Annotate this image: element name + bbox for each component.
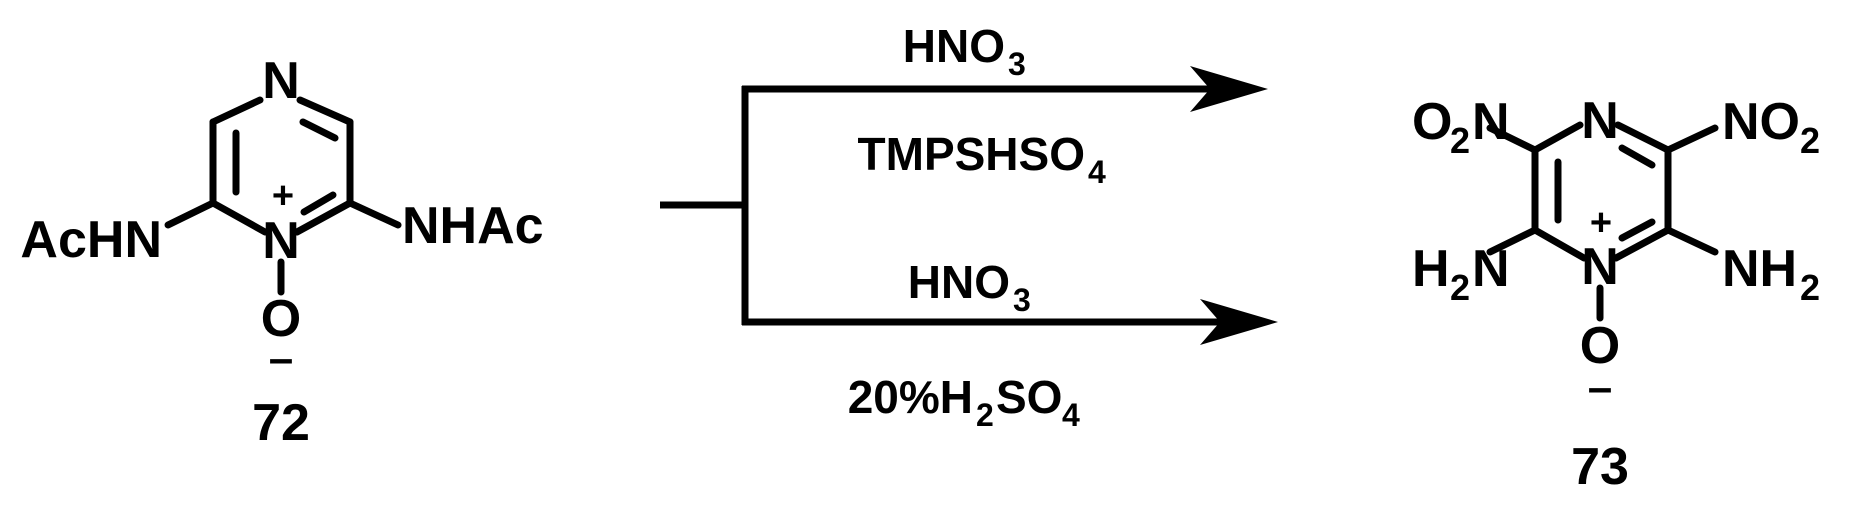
lower-additive-subscript-1: 2 — [976, 397, 994, 433]
bond — [293, 199, 354, 236]
lower-reagent-subscript: 3 — [1013, 282, 1031, 318]
amino-right: NH — [1722, 240, 1797, 298]
bond — [209, 96, 264, 126]
positive-charge: + — [1590, 202, 1612, 244]
upper-additive-subscript: 4 — [1088, 154, 1106, 190]
oxide-oxygen: O — [261, 290, 301, 348]
negative-charge: – — [1588, 363, 1612, 412]
upper-reagent: HNO — [903, 20, 1005, 72]
double-bond-inner — [299, 118, 339, 142]
bond — [1614, 121, 1672, 154]
ring-nitrogen-top: N — [262, 52, 300, 110]
nitro-right-subscript: 2 — [1800, 120, 1820, 161]
reactant-72: N N + O – AcHN NHAc 72 — [20, 52, 543, 452]
amino-right-subscript: 2 — [1800, 267, 1820, 308]
upper-arrowhead — [1190, 66, 1268, 112]
bond — [209, 199, 269, 236]
lower-additive-subscript-2: 4 — [1062, 397, 1080, 433]
bond — [1531, 121, 1584, 154]
bond — [164, 199, 217, 229]
acetamido-right: NHAc — [402, 197, 544, 255]
bond — [346, 199, 402, 229]
lower-reagent: HNO — [908, 256, 1010, 308]
ring-nitrogen-oxide: N — [1581, 238, 1619, 296]
amino-left-nitrogen: N — [1472, 240, 1510, 298]
nitro-right: NO — [1722, 93, 1800, 151]
amino-left-subscript: 2 — [1450, 267, 1470, 308]
lower-additive-middle: SO — [996, 371, 1062, 423]
compound-label-73: 73 — [1571, 438, 1629, 496]
bond — [1486, 124, 1539, 154]
lower-arrowhead — [1200, 299, 1278, 345]
upper-reagent-subscript: 3 — [1008, 46, 1026, 82]
acetamido-left: AcHN — [20, 211, 162, 269]
ring-nitrogen-top: N — [1581, 92, 1619, 150]
double-bond-inner — [1618, 218, 1656, 242]
lower-additive-prefix: 20%H — [848, 371, 973, 423]
compound-label-72: 72 — [252, 394, 310, 452]
double-bond-inner — [1618, 144, 1656, 169]
amino-left-hydrogen: H — [1412, 240, 1450, 298]
bond — [296, 96, 354, 126]
nitro-left-oxygen: O — [1412, 93, 1452, 151]
upper-additive: TMPSHSO — [858, 128, 1085, 180]
product-73: N N + O – O 2 N NO 2 H 2 N NH 2 73 — [1412, 92, 1820, 496]
bond — [1612, 226, 1672, 262]
double-bond-inner — [300, 191, 337, 216]
positive-charge: + — [272, 175, 294, 217]
conditions-lower: HNO 3 20%H 2 SO 4 — [848, 256, 1080, 433]
nitro-left-nitrogen: N — [1472, 93, 1510, 151]
nitro-left-subscript: 2 — [1450, 120, 1470, 161]
negative-charge: – — [269, 334, 293, 383]
ring-nitrogen-oxide: N — [262, 212, 300, 270]
bond — [1664, 226, 1719, 256]
bond — [1531, 226, 1588, 262]
conditions-upper: HNO 3 TMPSHSO 4 — [858, 20, 1106, 190]
bond — [1664, 124, 1719, 154]
oxide-oxygen: O — [1580, 317, 1620, 375]
reaction-arrows — [660, 66, 1278, 345]
bond — [1486, 226, 1539, 256]
